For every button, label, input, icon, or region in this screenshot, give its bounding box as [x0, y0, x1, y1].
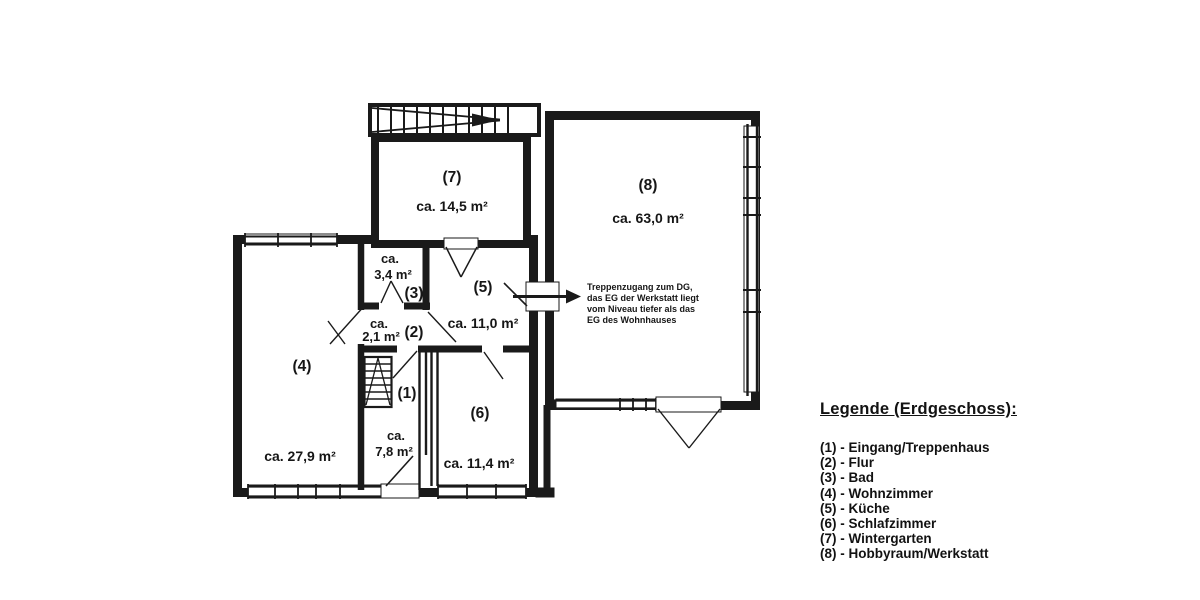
annotation-line-4: EG des Wohnhauses	[587, 315, 676, 325]
legend-item-5: (5) - Küche	[820, 500, 890, 516]
legend-item-2: (2) - Flur	[820, 455, 874, 471]
room5-number: (5)	[474, 279, 493, 296]
annotation-line-3: vom Niveau tiefer als das	[587, 304, 695, 314]
window-top-wall	[244, 233, 338, 247]
workshop-double-door	[655, 396, 722, 449]
door-bath-leaf	[390, 280, 404, 304]
door7-leaf	[445, 246, 462, 278]
exterior-staircase	[368, 103, 541, 137]
legend-item-7: (7) - Wintergarten	[820, 531, 932, 547]
door-bath-leaf	[380, 280, 392, 304]
staircase-room1	[363, 355, 393, 409]
legend-item-6: (6) - Schlafzimmer	[820, 516, 937, 532]
door7-leaf	[460, 246, 478, 278]
room1-area-ca: ca.	[387, 428, 405, 443]
interior-walls	[327, 244, 531, 490]
door-livingroom-leaf	[327, 320, 346, 345]
window-bottom-wall-workshop	[554, 398, 657, 411]
stair-direction-arrowhead	[472, 113, 500, 127]
room3-area-ca: ca.	[381, 251, 399, 266]
room3-number: (3)	[405, 285, 424, 302]
room8-number: (8)	[639, 177, 658, 194]
room2-area-ca: ca.	[370, 316, 388, 331]
room7-walls	[371, 134, 531, 278]
legend-item-4: (4) - Wohnzimmer	[820, 485, 934, 501]
legend-item-3: (3) - Bad	[820, 470, 874, 486]
window-right-wall	[743, 124, 761, 396]
annotation-line-2: das EG der Werkstatt liegt	[587, 293, 699, 303]
room1-area-value: 7,8 m²	[375, 444, 413, 459]
workshop-walls	[535, 111, 761, 498]
workshop-annotation: Treppenzugang zum DG, das EG der Werksta…	[587, 282, 699, 325]
house-walls	[233, 233, 538, 499]
room2-area-value: 2,1 m²	[362, 329, 400, 344]
room1-number: (1)	[398, 385, 417, 402]
door-hall-leaf	[392, 350, 418, 379]
room7-number: (7)	[443, 169, 462, 186]
arrowhead-icon	[566, 289, 581, 304]
legend-title: Legende (Erdgeschoss):	[820, 400, 1017, 418]
room7-area: ca. 14,5 m²	[416, 198, 488, 214]
room8-area: ca. 63,0 m²	[612, 210, 684, 226]
room3-area-value: 3,4 m²	[374, 267, 412, 282]
room6-number: (6)	[471, 405, 490, 422]
door-kitchen-leaf	[427, 311, 457, 343]
legend-item-8: (8) - Hobbyraum/Werkstatt	[820, 546, 989, 562]
door-bedroom-leaf	[483, 351, 504, 380]
room4-number: (4)	[293, 358, 312, 375]
room5-area: ca. 11,0 m²	[448, 315, 519, 331]
annotation-line-1: Treppenzugang zum DG,	[587, 282, 693, 292]
stair-access-arrow	[513, 289, 581, 304]
legend-item-1: (1) - Eingang/Treppenhaus	[820, 440, 990, 455]
room6-area: ca. 11,4 m²	[444, 455, 515, 471]
room4-area: ca. 27,9 m²	[264, 448, 336, 464]
window-bottom-wall-right	[437, 484, 527, 499]
room-labels: (7) ca. 14,5 m² (8) ca. 63,0 m² ca. 3,4 …	[264, 169, 684, 471]
entrance-door	[380, 455, 420, 499]
door-livingroom-leaf	[329, 303, 367, 345]
room2-number: (2)	[405, 324, 424, 341]
legend: Legende (Erdgeschoss): (1) - Eingang/Tre…	[820, 399, 1190, 562]
